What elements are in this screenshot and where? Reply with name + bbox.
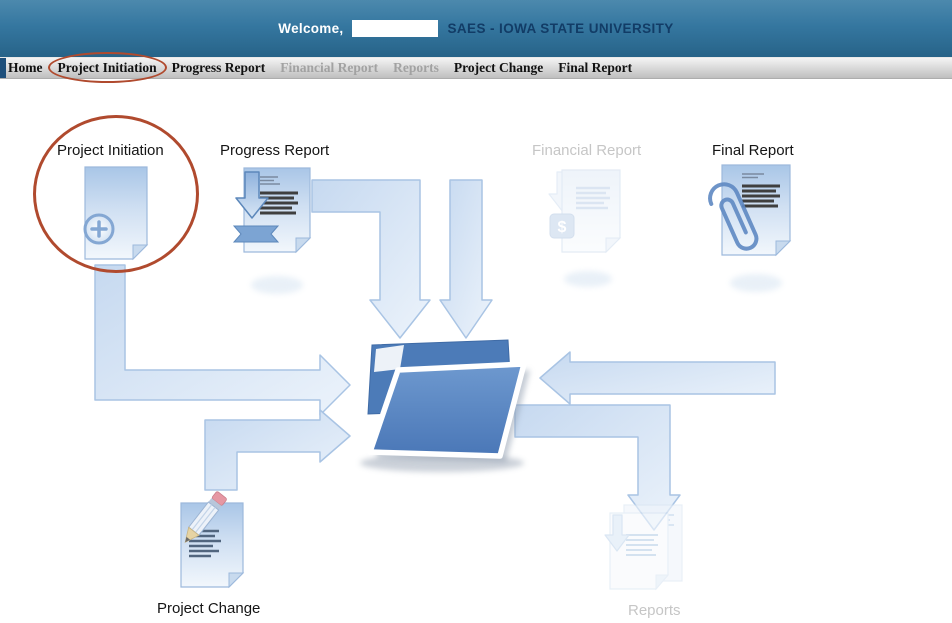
arrow-project-change-to-center <box>204 409 351 491</box>
folder-sheet <box>374 345 404 372</box>
project-initiation-icon[interactable] <box>83 166 149 261</box>
app-title: SAES - IOWA STATE UNIVERSITY <box>447 21 674 36</box>
reports-icon <box>604 504 683 591</box>
nav-item-financial-report: Financial Report <box>280 60 379 75</box>
redacted-username <box>352 20 439 37</box>
nav-item-final-report[interactable]: Final Report <box>558 60 633 75</box>
arrow-financial-report-to-center <box>439 179 493 339</box>
financial-report-icon: $ <box>548 169 622 254</box>
nav-left-accent <box>0 58 6 78</box>
doc-header-lines <box>260 176 280 185</box>
project-change-label: Project Change <box>157 600 261 617</box>
arrow-final-report-to-center <box>539 351 776 405</box>
doc-text-lines <box>742 184 780 208</box>
nav-bar: Home Project Initiation Progress Report … <box>0 52 952 83</box>
header: Welcome, SAES - IOWA STATE UNIVERSITY <box>0 0 952 57</box>
progress-report-icon[interactable] <box>232 167 312 254</box>
arrow-project-initiation-to-center <box>94 264 351 416</box>
doc-text-lines <box>576 186 610 210</box>
download-arrow-icon <box>235 171 269 219</box>
diagram-canvas: $ <box>83 164 792 591</box>
doc-text-lines <box>626 534 658 556</box>
financial-report-label: Financial Report <box>532 142 642 159</box>
workflow-diagram: $ <box>0 79 952 623</box>
nav-item-project-initiation-wrap: Project Initiation <box>47 52 167 83</box>
project-initiation-label: Project Initiation <box>57 142 164 159</box>
nav-item-reports: Reports <box>393 60 439 75</box>
nav-item-project-initiation[interactable]: Project Initiation <box>57 60 157 75</box>
arrow-progress-report-to-center <box>311 179 431 339</box>
icon-reflections <box>251 271 782 294</box>
reports-label: Reports <box>628 602 681 619</box>
download-arrow-icon <box>604 514 630 552</box>
progress-report-label: Progress Report <box>220 142 330 159</box>
dollar-badge-icon: $ <box>549 213 575 239</box>
nav-item-project-change[interactable]: Project Change <box>453 60 544 75</box>
ribbon-icon <box>232 225 280 243</box>
paperclip-icon <box>708 182 759 251</box>
welcome-label: Welcome, <box>278 21 344 36</box>
nav-item-progress-report[interactable]: Progress Report <box>171 60 266 75</box>
dollar-badge-text: $ <box>558 219 567 236</box>
plus-icon <box>83 213 115 245</box>
nav-item-home[interactable]: Home <box>8 60 43 75</box>
doc-text-lines <box>260 191 298 215</box>
doc-header-lines <box>742 173 764 179</box>
pencil-icon <box>184 491 227 544</box>
final-report-label: Final Report <box>712 142 794 159</box>
project-change-icon[interactable] <box>180 491 245 589</box>
project-folder-icon <box>360 339 530 472</box>
final-report-icon[interactable] <box>706 164 792 257</box>
folder-front <box>367 361 527 459</box>
